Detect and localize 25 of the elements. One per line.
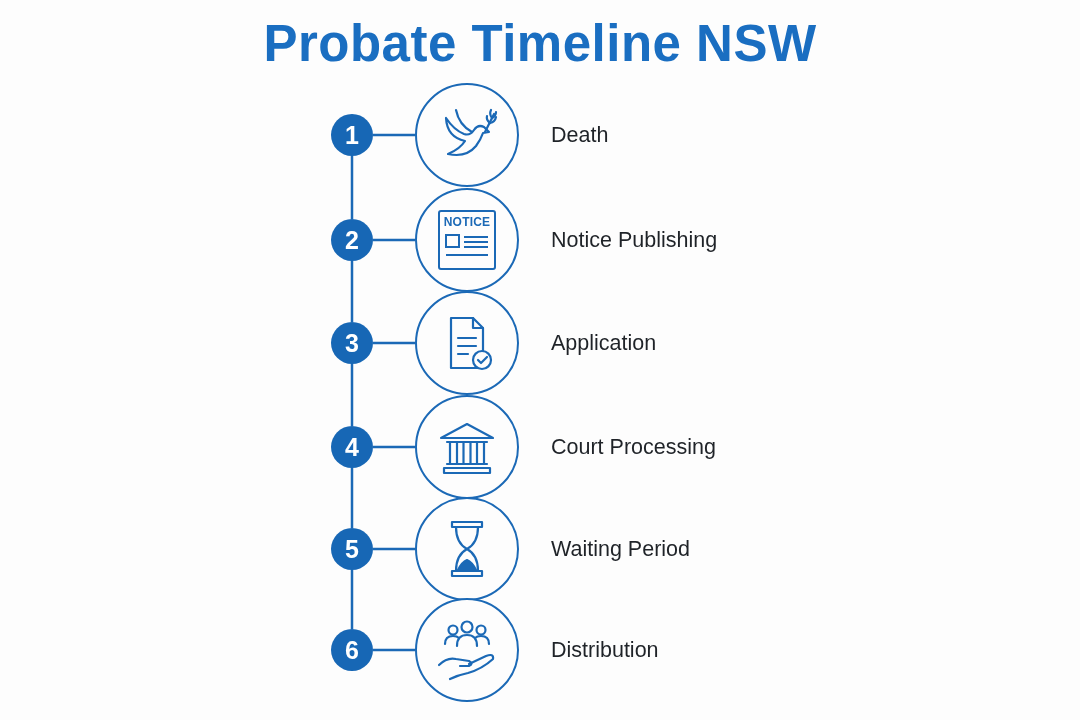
step-label: Notice Publishing (551, 227, 718, 253)
step-number-circle: 3 (331, 322, 373, 364)
connector-line (350, 570, 354, 629)
connector-line (350, 468, 354, 528)
connector-line (373, 445, 415, 449)
step-number-circle: 2 (331, 219, 373, 261)
title: Probate Timeline NSW (263, 15, 817, 72)
step-label: Court Processing (551, 434, 716, 460)
connector-line (350, 156, 354, 219)
step-number-circle: 1 (331, 114, 373, 156)
step-label: Distribution (551, 637, 659, 663)
notice-heading: NOTICE (443, 216, 491, 229)
step-label: Waiting Period (551, 536, 690, 562)
step-number-circle: 5 (331, 528, 373, 570)
connector-line (373, 547, 415, 551)
connector-line (373, 341, 415, 345)
step-number-circle: 6 (331, 629, 373, 671)
connector-line (373, 133, 415, 137)
step-label: Application (551, 330, 657, 356)
connector-line (373, 238, 415, 242)
connector-line (350, 364, 354, 426)
step-label: Death (551, 122, 609, 148)
connector-line (373, 648, 415, 652)
step-number-circle: 4 (331, 426, 373, 468)
connector-line (350, 261, 354, 322)
